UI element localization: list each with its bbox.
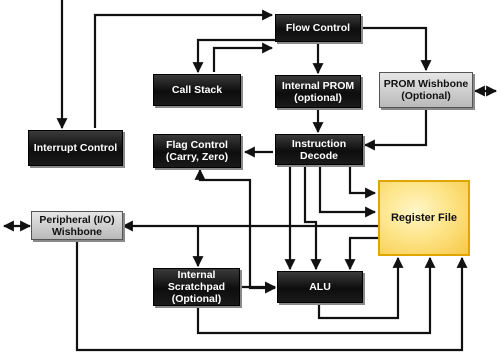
flow-control-block: Flow Control <box>275 14 361 42</box>
peripheral-to-regfile-wire <box>75 240 468 352</box>
regfile-to-alu-wire <box>344 236 380 271</box>
peripheral-wishbone-block: Peripheral (I/O) Wishbone <box>31 211 123 240</box>
alu-to-regfile-wire <box>317 256 404 320</box>
internal-prom-block: Internal PROM (optional) <box>275 75 361 108</box>
decode-to-regfile-wire-2 <box>318 165 377 218</box>
alu-block: ALU <box>277 271 363 303</box>
flow-control-label: Flow Control <box>285 22 351 34</box>
call-stack-block: Call Stack <box>153 74 241 106</box>
interrupt-control-block: Interrupt Control <box>28 130 123 166</box>
prom-wishbone-block: PROM Wishbone (Optional) <box>379 72 473 108</box>
interrupt-control-label: Interrupt Control <box>33 142 118 154</box>
internal-prom-label: Internal PROM (optional) <box>281 79 355 104</box>
prom-wishbone-to-decode-wire <box>363 108 428 151</box>
register-file-block: Register File <box>378 180 470 256</box>
alu-label: ALU <box>309 281 331 293</box>
instruction-decode-label: Instruction Decode <box>291 137 347 162</box>
callstack-to-flow-wire <box>212 42 274 72</box>
decode-to-alu-wire-2 <box>303 165 322 271</box>
scratchpad-to-regfile-wire <box>196 256 436 335</box>
instruction-decode-block: Instruction Decode <box>275 134 363 165</box>
prom-wishbone-label: PROM Wishbone (Optional) <box>383 78 469 102</box>
internal-scratchpad-block: Internal Scratchpad (Optional) <box>153 268 240 306</box>
flag-control-label: Flag Control (Carry, Zero) <box>165 139 229 163</box>
flow-to-prom-wishbone-wire <box>361 26 432 72</box>
register-file-label: Register File <box>390 212 458 224</box>
interrupt-to-flow-wire <box>93 9 274 128</box>
flow-to-callstack-wire <box>192 38 275 74</box>
flag-control-block: Flag Control (Carry, Zero) <box>153 134 241 168</box>
decode-to-regfile-wire-1 <box>348 165 377 199</box>
peripheral-wishbone-label: Peripheral (I/O) Wishbone <box>39 213 115 238</box>
internal-scratchpad-label: Internal Scratchpad (Optional) <box>167 269 226 305</box>
call-stack-label: Call Stack <box>171 84 223 96</box>
